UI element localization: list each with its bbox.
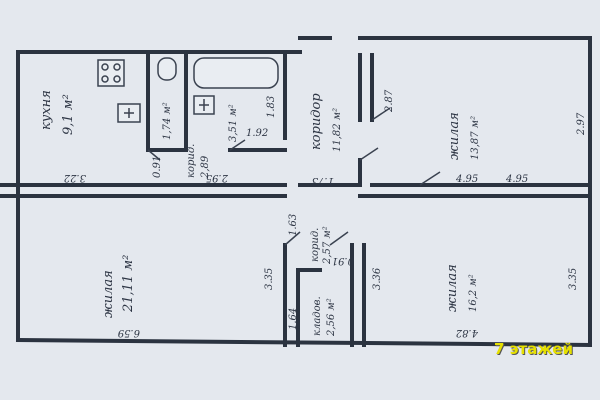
bathtub	[193, 57, 279, 89]
floors-label: 7 этажей	[494, 340, 573, 358]
kitchen-area: 9,1 м²	[61, 94, 76, 135]
kitchen-name: кухня	[39, 90, 54, 130]
walls	[0, 36, 593, 348]
corridor-name: коридор	[309, 93, 324, 150]
room-bottom-right-area: 16,2 м²	[468, 274, 479, 312]
dim-482: 4.82	[456, 327, 479, 338]
dimension-labels: 2.87 2.97 3.22 2.95 0.91 1.73 4.95 4.95 …	[64, 89, 587, 338]
room-left-area: 21,11 м²	[121, 255, 136, 313]
toilet	[157, 57, 177, 81]
room-bottom-right-name: жилая	[445, 264, 460, 312]
dim-164: 1.64	[288, 308, 299, 330]
dim-297: 2.97	[576, 112, 587, 136]
room-labels: кухня 9,1 м² 1,74 м² 3,51 м² 1.83 1.92 к…	[39, 90, 481, 337]
corridor-small-area: 2,89	[200, 155, 211, 179]
room-top-right-name: жилая	[447, 112, 462, 160]
doors	[147, 107, 441, 246]
bath2-dim-b: 1.92	[246, 128, 268, 139]
dim-173: 1.73	[312, 175, 334, 186]
dim-336: 3.36	[372, 267, 383, 290]
dim-091a: 0.91	[152, 156, 163, 178]
dim-287: 2.87	[384, 89, 395, 113]
stove	[97, 59, 125, 87]
closet-name: кладов.	[312, 296, 323, 336]
corridor-mid-area: 2,57 м²	[322, 226, 333, 265]
corridor-small-name: корид.	[186, 144, 197, 178]
dim-322: 3.22	[64, 172, 86, 183]
dim-335a: 3.35	[264, 268, 275, 290]
bath2-area: 3,51 м²	[228, 104, 239, 142]
dim-163: 1.63	[288, 214, 299, 236]
bathroom-area: 1,74 м²	[162, 102, 173, 140]
dim-091b: 0.91	[332, 255, 354, 266]
dim-335b: 3.35	[568, 268, 579, 290]
corridor-mid-name: корид.	[310, 228, 321, 262]
room-left-name: жилая	[101, 270, 116, 318]
corridor-area: 11,82 м²	[332, 108, 343, 152]
dim-295: 2.95	[206, 172, 229, 183]
dim-495b: 4.95	[505, 174, 528, 185]
fixtures	[97, 57, 279, 123]
dim-495a: 4.95	[455, 174, 478, 185]
bath2-dim-a: 1.83	[266, 96, 277, 118]
room-top-right-area: 13,87 м²	[470, 116, 481, 160]
closet-area: 2,56 м²	[326, 298, 337, 337]
dim-659: 6.59	[117, 327, 140, 338]
